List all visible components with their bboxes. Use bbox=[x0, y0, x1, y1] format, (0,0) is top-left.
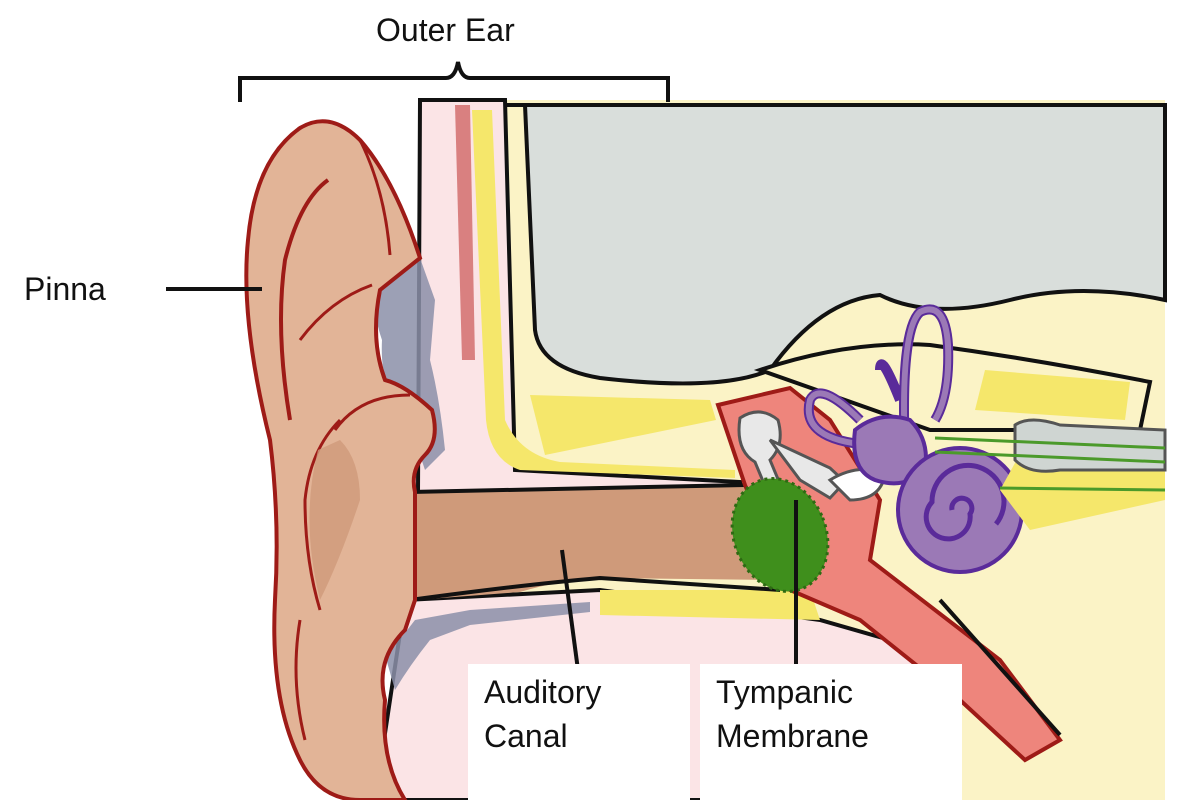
yellow-bone-patch bbox=[530, 395, 716, 455]
tympanic-membrane-label-line-2: Membrane bbox=[716, 718, 869, 754]
lower-bone-yellow bbox=[600, 590, 820, 620]
pinna-helix-inner bbox=[279, 178, 330, 421]
ossicle-incus bbox=[768, 438, 848, 500]
pinna-antihelix bbox=[298, 139, 392, 341]
auditory-canal-label-line-1: Auditory bbox=[484, 674, 602, 710]
auditory-canal-leader-line bbox=[560, 549, 580, 671]
tympanic-membrane-shape bbox=[730, 477, 830, 593]
skull-cavity bbox=[498, 103, 1167, 386]
tympanic-membrane-label: Tympanic Membrane bbox=[700, 664, 962, 800]
auditory-canal-shape bbox=[415, 485, 770, 600]
nerve-fibers bbox=[934, 436, 1166, 492]
cochlea-spiral bbox=[923, 462, 1007, 542]
pinna-concha bbox=[303, 393, 411, 611]
eustachian-tube-line bbox=[938, 598, 1062, 737]
outer-ear-bracket bbox=[238, 61, 670, 102]
lower-cartilage bbox=[385, 602, 590, 690]
red-vessel bbox=[455, 105, 475, 360]
yellow-strip bbox=[472, 110, 735, 478]
auditory-canal-label: Auditory Canal bbox=[468, 664, 690, 800]
yellow-bone-patch-right bbox=[975, 370, 1130, 420]
pinna-shade bbox=[309, 440, 360, 600]
outer-ear-label: Outer Ear bbox=[376, 12, 515, 48]
tympanic-membrane-label-line-1: Tympanic bbox=[716, 674, 853, 710]
canal-top-line bbox=[409, 483, 746, 494]
auditory-canal-label-line-2: Canal bbox=[484, 718, 568, 754]
semicircular-canals-fill bbox=[805, 306, 952, 456]
pinna-lobe bbox=[294, 619, 307, 741]
pinna-label: Pinna bbox=[24, 271, 106, 307]
canal-bottom-line bbox=[409, 575, 781, 602]
